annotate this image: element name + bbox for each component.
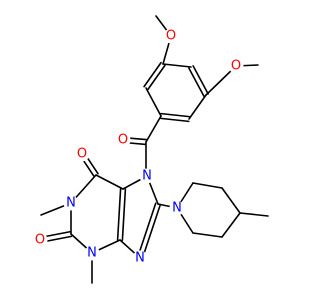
- chemical-structure-diagram: O O O O O N N N N N: [32, 15, 269, 284]
- single-bond: [221, 212, 241, 238]
- single-bond: [162, 63, 192, 68]
- double-bond-line: [192, 65, 209, 95]
- double-bond-line: [188, 67, 205, 97]
- oxygen-atom-carbonyl-c2: O: [35, 233, 45, 248]
- single-bond: [95, 174, 124, 190]
- single-bond: [188, 94, 207, 120]
- double-bond-line: [121, 188, 127, 241]
- atom-label-background: [74, 146, 90, 162]
- double-bond-line: [141, 203, 162, 260]
- nitrogen-atom-n3: N: [87, 246, 97, 261]
- atom-label-background: [115, 132, 131, 148]
- atom-label-background: [163, 28, 179, 44]
- single-bond: [145, 115, 162, 143]
- double-bond-line: [143, 61, 162, 88]
- single-bond: [192, 182, 223, 189]
- double-bond-line: [159, 117, 190, 123]
- atom-label-background: [63, 195, 79, 211]
- oxygen-atom-carbonyl-c6: O: [77, 147, 87, 162]
- single-bond: [192, 232, 223, 238]
- oxygen-atom-ketone: O: [118, 133, 128, 148]
- single-bond: [221, 187, 241, 214]
- oxygen-atom-methoxy-top: O: [166, 29, 176, 44]
- double-bond-line: [147, 64, 166, 91]
- atom-label-background: [169, 200, 185, 216]
- nitrogen-atom-piperidine: N: [172, 201, 182, 216]
- single-bond: [145, 87, 162, 117]
- double-bond-line: [116, 188, 122, 241]
- nitrogen-atom-n9: N: [135, 251, 145, 266]
- nitrogen-atom-n1: N: [66, 196, 76, 211]
- single-bond: [239, 212, 269, 217]
- atom-label-background: [132, 250, 148, 266]
- double-bond-line: [160, 112, 191, 118]
- nitrogen-atom-n7: N: [142, 169, 152, 184]
- bond-layer: [38, 15, 269, 284]
- atom-label-background: [32, 232, 48, 248]
- atom-label-background: [139, 168, 155, 184]
- double-bond-line: [136, 202, 157, 259]
- atom-label-layer: O O O O O N N N N N: [32, 28, 244, 266]
- atom-label-background: [84, 245, 100, 261]
- oxygen-atom-methoxy-right: O: [231, 59, 241, 74]
- atom-label-background: [228, 58, 244, 74]
